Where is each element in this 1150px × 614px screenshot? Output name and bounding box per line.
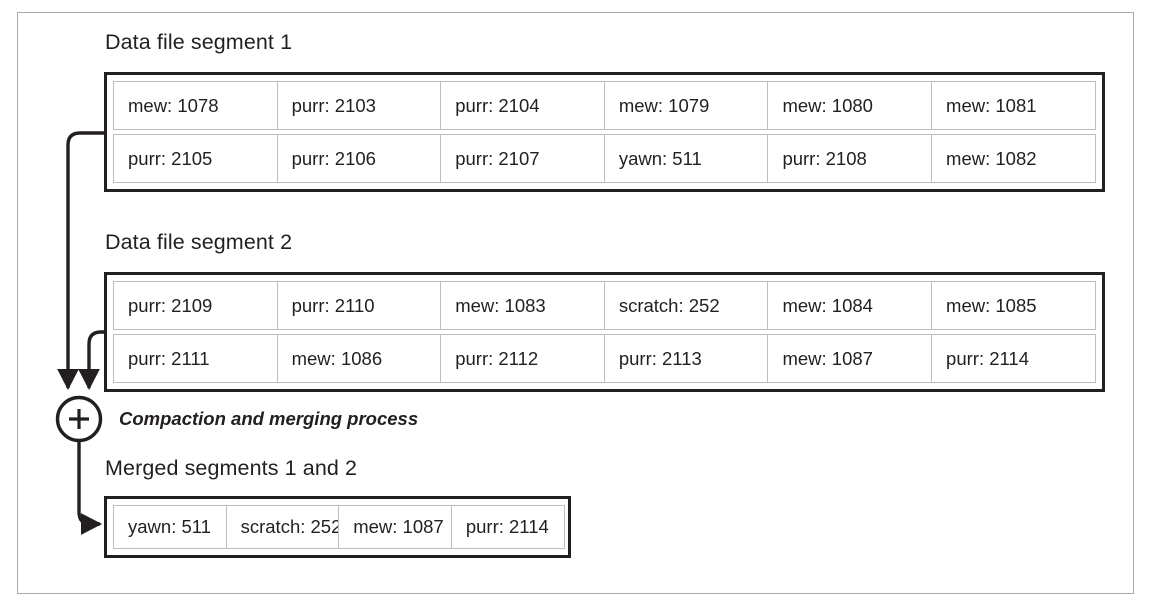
segment1-row-1: mew: 1078 purr: 2103 purr: 2104 mew: 107…	[113, 81, 1097, 130]
segment1-cell-0-5: mew: 1081	[931, 81, 1097, 130]
segment1-cell-0-0: mew: 1078	[113, 81, 278, 130]
segment2-cell-0-3: scratch: 252	[603, 281, 769, 330]
merged-row-1: yawn: 511 scratch: 252 mew: 1087 purr: 2…	[113, 505, 565, 549]
segment1-title: Data file segment 1	[105, 30, 293, 54]
merged-cell-0-1: scratch: 252	[225, 505, 340, 549]
segment1-cell-0-1: purr: 2103	[276, 81, 442, 130]
segment1-cell-0-4: mew: 1080	[767, 81, 933, 130]
segment1-cell-1-0: purr: 2105	[113, 134, 278, 183]
segment2-cell-1-2: purr: 2112	[440, 334, 606, 383]
segment1-cell-1-3: yawn: 511	[603, 134, 769, 183]
segment2-row-2: purr: 2111 mew: 1086 purr: 2112 purr: 21…	[113, 334, 1097, 383]
segment2-cell-1-0: purr: 2111	[113, 334, 278, 383]
segment1-cell-1-4: purr: 2108	[767, 134, 933, 183]
segment1-row-2: purr: 2105 purr: 2106 purr: 2107 yawn: 5…	[113, 134, 1097, 183]
segment2-cell-1-3: purr: 2113	[603, 334, 769, 383]
segment1-cell-0-3: mew: 1079	[603, 81, 769, 130]
data-file-segment-1-box: mew: 1078 purr: 2103 purr: 2104 mew: 107…	[104, 72, 1105, 192]
segment2-title: Data file segment 2	[105, 230, 293, 254]
segment2-cell-1-4: mew: 1087	[767, 334, 933, 383]
segment2-cell-0-4: mew: 1084	[767, 281, 933, 330]
merged-segments-title: Merged segments 1 and 2	[105, 456, 358, 480]
segment1-cell-1-5: mew: 1082	[931, 134, 1097, 183]
data-file-segment-2-box: purr: 2109 purr: 2110 mew: 1083 scratch:…	[104, 272, 1105, 392]
merged-cell-0-3: purr: 2114	[450, 505, 565, 549]
merged-segments-box: yawn: 511 scratch: 252 mew: 1087 purr: 2…	[104, 496, 571, 558]
segment1-cell-1-2: purr: 2107	[440, 134, 606, 183]
segment1-cell-1-1: purr: 2106	[276, 134, 442, 183]
segment2-cell-0-2: mew: 1083	[440, 281, 606, 330]
compaction-process-caption: Compaction and merging process	[119, 408, 419, 429]
segment2-cell-0-0: purr: 2109	[113, 281, 278, 330]
segment1-cell-0-2: purr: 2104	[440, 81, 606, 130]
segment2-cell-1-1: mew: 1086	[276, 334, 442, 383]
segment2-cell-0-1: purr: 2110	[276, 281, 442, 330]
segment2-cell-0-5: mew: 1085	[931, 281, 1097, 330]
segment2-cell-1-5: purr: 2114	[931, 334, 1097, 383]
merged-cell-0-0: yawn: 511	[113, 505, 227, 549]
merged-cell-0-2: mew: 1087	[338, 505, 453, 549]
segment2-row-1: purr: 2109 purr: 2110 mew: 1083 scratch:…	[113, 281, 1097, 330]
